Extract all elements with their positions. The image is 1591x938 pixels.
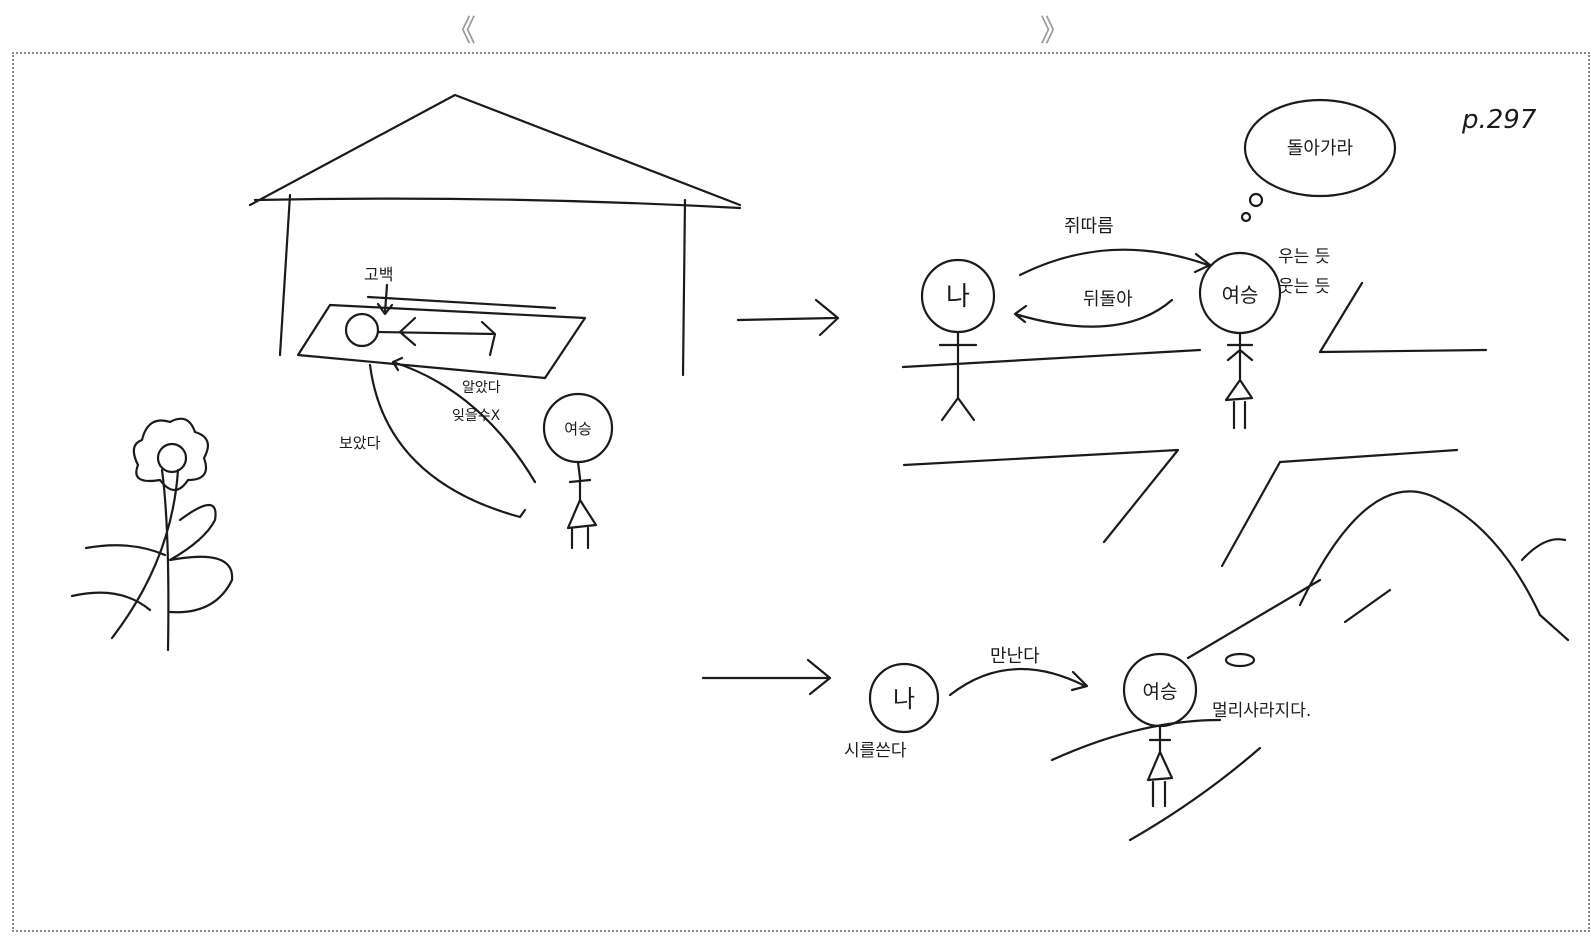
label-writes-poem: 시를쓴다	[844, 741, 907, 761]
nun-body	[566, 460, 598, 550]
me-head	[344, 312, 380, 348]
label-confession: 고백	[364, 265, 393, 284]
house-roof	[248, 93, 742, 210]
path-lower	[1050, 718, 1222, 762]
nun-label-3: 여승	[1143, 681, 1178, 703]
me-body	[376, 316, 497, 357]
house-wall-right	[681, 198, 687, 377]
label-turn-back: 뒤돌아	[1083, 289, 1133, 310]
scene-arrow-2	[701, 658, 832, 696]
road-left	[902, 448, 1180, 544]
label-seems-crying: 우는 듯	[1278, 247, 1330, 267]
parting-scene: 나 쥐따름 뒤돌아 여승 우는 듯 웃는 듯 돌아가라	[901, 98, 1570, 642]
house-scene: 고백 보았다 알았다 잊을수X 여승	[248, 93, 742, 550]
label-saw: 보았다	[339, 434, 381, 452]
label-cannot-forget: 잊을수X	[452, 408, 501, 424]
memory-curve	[391, 356, 537, 484]
mountain-2	[1520, 538, 1570, 642]
path-bottom	[1128, 746, 1262, 842]
me-label-2: 나	[946, 282, 970, 312]
nun-body-3	[1146, 724, 1174, 808]
house-wall-left	[278, 193, 292, 357]
turn-back-arrow	[1013, 298, 1174, 328]
nun-label: 여승	[564, 420, 592, 438]
road-right	[1220, 448, 1459, 568]
label-seems-smiling: 웃는 듯	[1278, 277, 1330, 297]
sketch-frame	[12, 52, 1590, 932]
confession-arrow	[376, 283, 394, 316]
look-curve	[368, 363, 527, 519]
line-over-mat	[366, 295, 557, 310]
thought-bubble	[1243, 98, 1397, 198]
path-upper	[1186, 578, 1392, 660]
meeting-scene: 나 시를쓴다 만난다 여승 멀리사라지다.	[844, 578, 1392, 842]
left-bracket: 《	[446, 14, 476, 49]
me-head-3	[868, 662, 940, 734]
thought-text: 돌아가라	[1287, 138, 1354, 159]
scene-arrow-1	[736, 298, 840, 337]
label-knew: 알았다	[462, 380, 501, 396]
road-corner	[1318, 281, 1488, 354]
nun-body-2	[1224, 331, 1254, 430]
thought-dot-2	[1240, 211, 1252, 223]
stone	[1224, 652, 1256, 668]
me-body-2	[938, 330, 978, 422]
flower-drawing	[70, 417, 234, 652]
label-leaves-far: 멀리사라지다.	[1212, 701, 1311, 721]
thought-dot-1	[1248, 192, 1264, 208]
page-reference: p.297	[1461, 105, 1537, 135]
meet-arrow	[948, 667, 1089, 697]
right-bracket: 》	[1040, 14, 1070, 49]
nun-label-2: 여승	[1222, 283, 1259, 307]
label-meet: 만난다	[990, 646, 1040, 667]
mountain-1	[1298, 490, 1542, 617]
me-label-3: 나	[893, 685, 915, 713]
follow-arrow	[1018, 248, 1212, 277]
ground-line-2	[901, 348, 1202, 369]
label-follow: 쥐따름	[1064, 216, 1114, 237]
floor-mat	[296, 303, 587, 380]
